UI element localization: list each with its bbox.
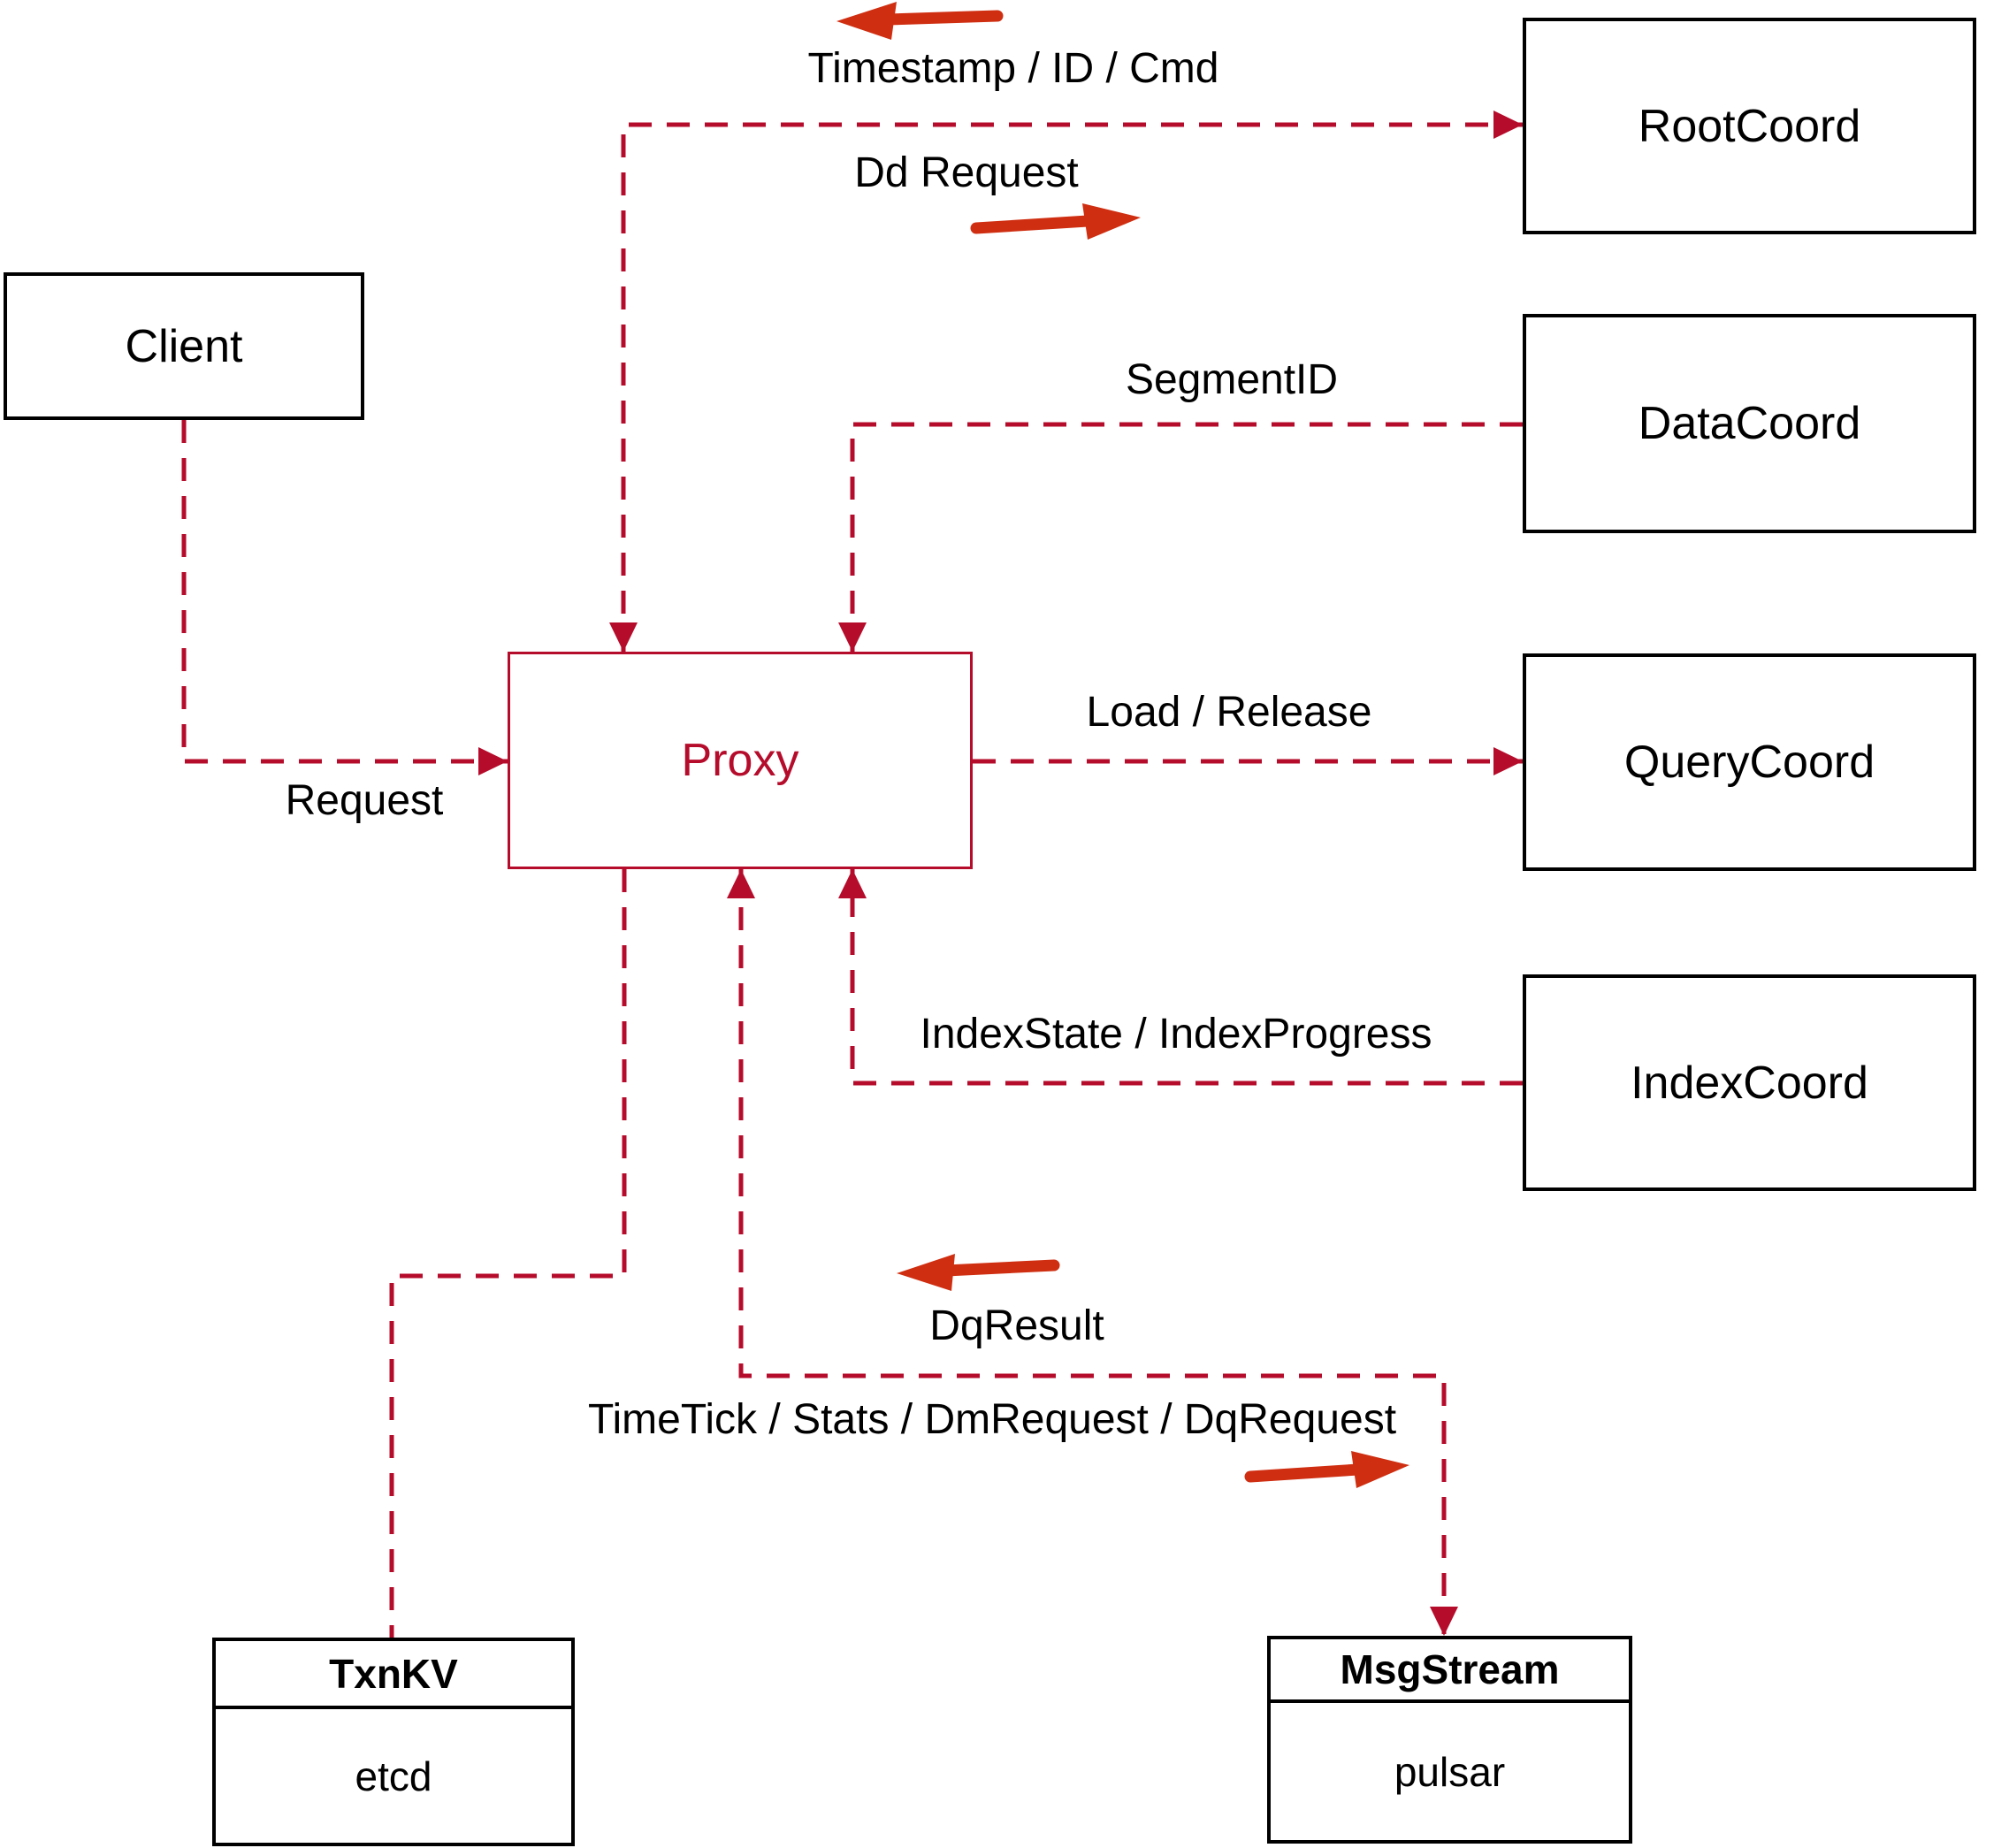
- dd-request-direction-arrow-icon: [970, 203, 1141, 240]
- edge-indexcoord-proxy: [850, 869, 1523, 1086]
- node-msgstream: MsgStream pulsar: [1267, 1636, 1632, 1844]
- node-datacoord-label: DataCoord: [1638, 398, 1861, 449]
- edge-label-time-tick: TimeTick / Stats / DmRequest / DqRequest: [587, 1396, 1397, 1443]
- arrowhead-into-proxy-top-right-icon: [838, 622, 867, 652]
- edge-client-proxy: [181, 420, 508, 764]
- arrowhead-into-proxy-bottom-right-icon: [838, 869, 867, 898]
- edge-datacoord-proxy: [850, 422, 1523, 652]
- node-msgstream-title: MsgStream: [1271, 1639, 1629, 1703]
- node-querycoord-label: QueryCoord: [1623, 737, 1875, 788]
- node-txnkv: TxnKV etcd: [212, 1638, 575, 1846]
- arrowhead-into-proxy-bottom-left-icon: [727, 869, 755, 898]
- edge-proxy-txnkv: [389, 869, 627, 1638]
- arrowhead-into-proxy-top-left-icon: [609, 622, 638, 652]
- edge-label-timestamp-id-cmd: Timestamp / ID / Cmd: [807, 45, 1219, 92]
- edge-label-index-state: IndexState / IndexProgress: [920, 1011, 1432, 1058]
- arrowhead-into-querycoord-icon: [1493, 747, 1523, 775]
- node-proxy-label: Proxy: [681, 735, 799, 786]
- arrowhead-into-rootcoord-icon: [1493, 111, 1523, 139]
- node-proxy: Proxy: [508, 652, 973, 869]
- edge-proxy-msgstream: [738, 869, 1447, 1636]
- dq-result-direction-arrow-icon: [897, 1254, 1060, 1291]
- node-datacoord: DataCoord: [1523, 314, 1976, 533]
- arrowhead-into-msgstream-icon: [1430, 1607, 1458, 1636]
- node-msgstream-impl: pulsar: [1394, 1748, 1506, 1795]
- arrowhead-into-proxy-left-icon: [478, 747, 508, 775]
- node-txnkv-impl: etcd: [355, 1753, 432, 1799]
- edge-label-load-release: Load / Release: [1086, 689, 1372, 736]
- time-tick-direction-arrow-icon: [1244, 1451, 1409, 1488]
- node-indexcoord: IndexCoord: [1523, 974, 1976, 1191]
- edge-proxy-rootcoord: [621, 122, 1523, 652]
- node-client-label: Client: [125, 320, 243, 372]
- edge-label-segment-id: SegmentID: [1125, 356, 1339, 403]
- edge-label-dq-result: DqResult: [929, 1302, 1104, 1349]
- node-txnkv-title: TxnKV: [216, 1641, 571, 1709]
- timestamp-direction-arrow-icon: [836, 2, 1004, 40]
- edge-label-request: Request: [285, 777, 444, 824]
- node-client: Client: [4, 272, 364, 420]
- edge-label-dd-request: Dd Request: [854, 149, 1079, 196]
- node-rootcoord: RootCoord: [1523, 18, 1976, 234]
- node-rootcoord-label: RootCoord: [1638, 100, 1861, 152]
- node-indexcoord-label: IndexCoord: [1631, 1057, 1868, 1109]
- node-querycoord: QueryCoord: [1523, 653, 1976, 871]
